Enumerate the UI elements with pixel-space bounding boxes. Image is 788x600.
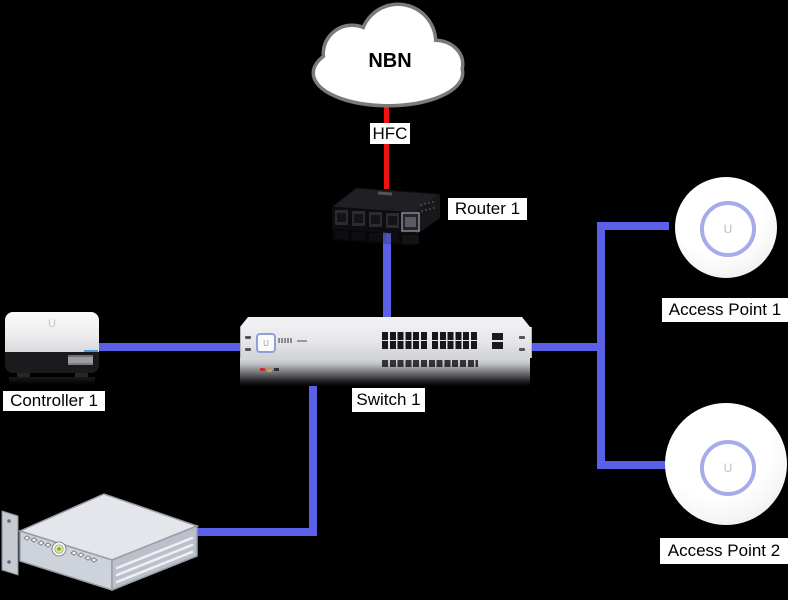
ap2-label: Access Point 2 xyxy=(660,538,788,564)
switch-label: Switch 1 xyxy=(352,388,425,412)
controller-foot xyxy=(17,373,30,377)
server-vent-grooves xyxy=(115,536,194,584)
ap2-logo-icon: U xyxy=(723,461,733,475)
sfp-port xyxy=(492,333,503,340)
switch-screw xyxy=(245,336,251,339)
ap1-label: Access Point 1 xyxy=(662,298,788,322)
router-reflection xyxy=(332,229,419,246)
switch-illustration: U xyxy=(240,317,532,387)
link-trunk-ap2 xyxy=(597,461,669,469)
sfp-port xyxy=(492,342,503,349)
controller-top-face: U xyxy=(5,312,99,352)
server-side-face xyxy=(111,524,198,592)
controller-reflection xyxy=(9,377,95,385)
link-router-switch xyxy=(383,232,391,322)
link-switch-server-vertical xyxy=(309,374,317,536)
controller-foot xyxy=(75,373,88,377)
link-switch-trunk xyxy=(530,343,605,351)
controller-body: U xyxy=(5,312,99,373)
switch-reflection-ports xyxy=(382,360,478,367)
cloud-label: NBN xyxy=(368,50,412,72)
reflection-speck xyxy=(274,368,279,371)
server-bracket xyxy=(1,510,19,576)
reflection-speck xyxy=(260,368,265,371)
router-vents xyxy=(419,200,436,213)
ap1-logo-icon: U xyxy=(723,222,733,236)
router-illustration xyxy=(330,187,442,246)
hfc-label: HFC xyxy=(370,123,410,144)
access-point-1-illustration: U xyxy=(675,177,777,278)
link-trunk-ap1 xyxy=(597,222,669,230)
controller-label: Controller 1 xyxy=(3,391,105,411)
controller-logo-icon: U xyxy=(48,318,56,330)
ap1-ring: U xyxy=(700,201,756,257)
router-ports xyxy=(335,210,420,232)
switch-logo-icon: U xyxy=(256,333,276,353)
controller-display xyxy=(68,355,93,365)
link-controller-switch xyxy=(98,343,242,351)
switch-ports-row2-group1 xyxy=(382,341,428,349)
server-illustration xyxy=(1,493,200,592)
controller-front-panel xyxy=(5,352,99,373)
switch-model-mark xyxy=(297,340,307,342)
reflection-speck xyxy=(267,369,272,372)
switch-screw xyxy=(519,348,525,351)
ap2-ring: U xyxy=(700,440,756,496)
router-label: Router 1 xyxy=(448,198,527,220)
link-cloud-router xyxy=(384,103,389,189)
router-side-face xyxy=(416,194,440,235)
server-buttons xyxy=(23,535,98,563)
switch-screw xyxy=(519,336,525,339)
cloud-shape xyxy=(311,2,465,108)
controller-illustration: U xyxy=(5,312,99,385)
switch-reflection xyxy=(240,358,530,386)
switch-ports-row1-group1 xyxy=(382,332,428,340)
switch-ports-row2-group2 xyxy=(432,341,478,349)
switch-screw xyxy=(245,348,251,351)
switch-brand-text xyxy=(278,338,292,343)
switch-ports-row1-group2 xyxy=(432,332,478,340)
switch-top-face xyxy=(240,317,530,327)
trunk-vertical-line xyxy=(597,222,605,469)
access-point-2-illustration: U xyxy=(665,403,787,525)
controller-accent-line xyxy=(84,350,98,352)
link-server-horizontal xyxy=(196,528,317,536)
